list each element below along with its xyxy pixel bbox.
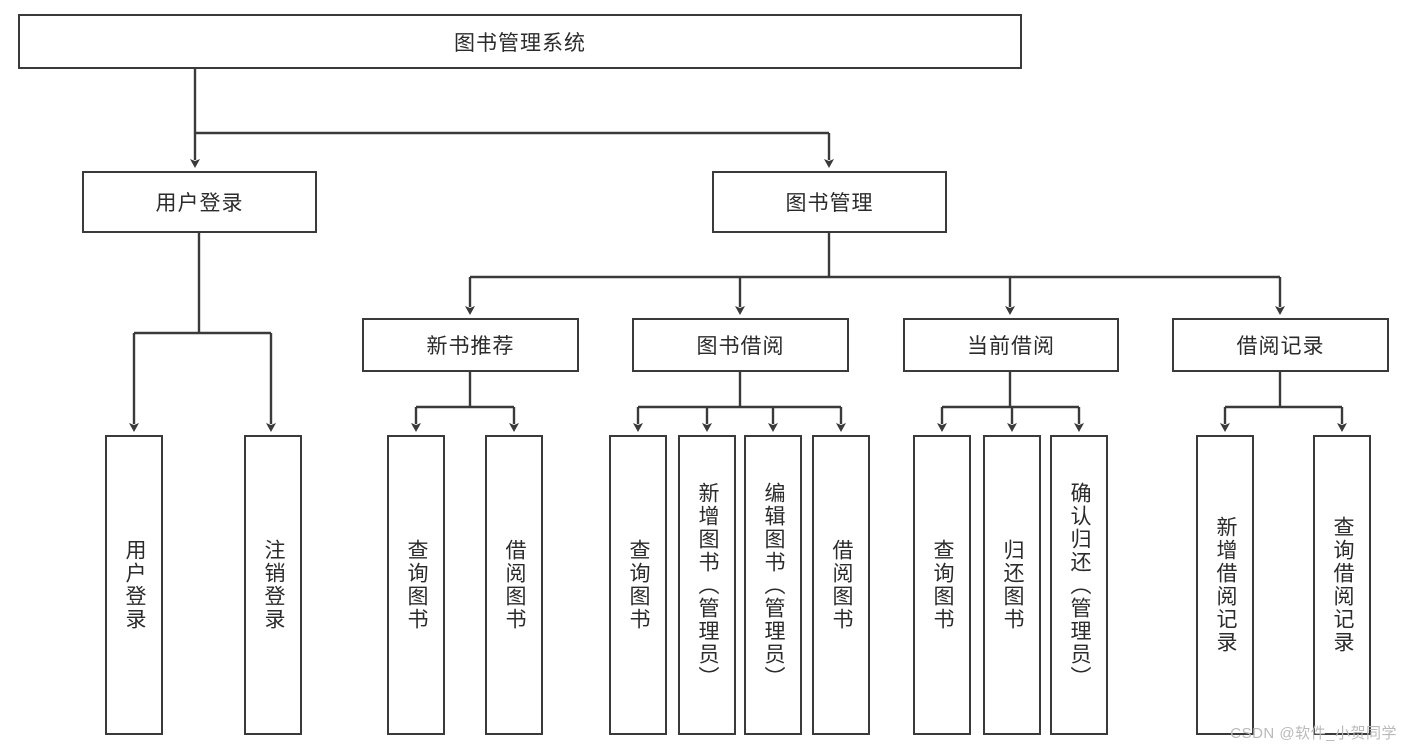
node-leaf-edit-book-admin[interactable]: 编辑图书（管理员）: [744, 435, 802, 735]
node-level3-borrow-records[interactable]: 借阅记录: [1172, 318, 1389, 372]
node-leaf-add-book-admin[interactable]: 新增图书（管理员）: [678, 435, 736, 735]
node-level2-user-login[interactable]: 用户登录: [82, 171, 317, 233]
node-leaf-borrow-books[interactable]: 借阅图书: [812, 435, 870, 735]
node-root[interactable]: 图书管理系统: [18, 14, 1022, 69]
node-leaf-user-login[interactable]: 用户登录: [105, 435, 163, 735]
node-leaf-query-borrow-record[interactable]: 查询借阅记录: [1313, 435, 1371, 735]
node-level3-new-book-recommend[interactable]: 新书推荐: [362, 318, 579, 372]
node-level3-current-borrow[interactable]: 当前借阅: [903, 318, 1119, 372]
node-leaf-query-books-current[interactable]: 查询图书: [913, 435, 971, 735]
node-leaf-add-borrow-record[interactable]: 新增借阅记录: [1196, 435, 1254, 735]
node-level2-book-management[interactable]: 图书管理: [712, 171, 947, 233]
node-leaf-query-books-recommend[interactable]: 查询图书: [387, 435, 445, 735]
node-leaf-borrow-books-recommend[interactable]: 借阅图书: [485, 435, 543, 735]
node-leaf-query-books-borrow[interactable]: 查询图书: [609, 435, 667, 735]
node-level3-book-borrow[interactable]: 图书借阅: [632, 318, 849, 372]
node-leaf-logout[interactable]: 注销登录: [244, 435, 302, 735]
node-leaf-return-books[interactable]: 归还图书: [983, 435, 1041, 735]
node-leaf-confirm-return-admin[interactable]: 确认归还（管理员）: [1050, 435, 1108, 735]
csdn-watermark: CSDN @软件_小贺同学: [1230, 725, 1397, 742]
